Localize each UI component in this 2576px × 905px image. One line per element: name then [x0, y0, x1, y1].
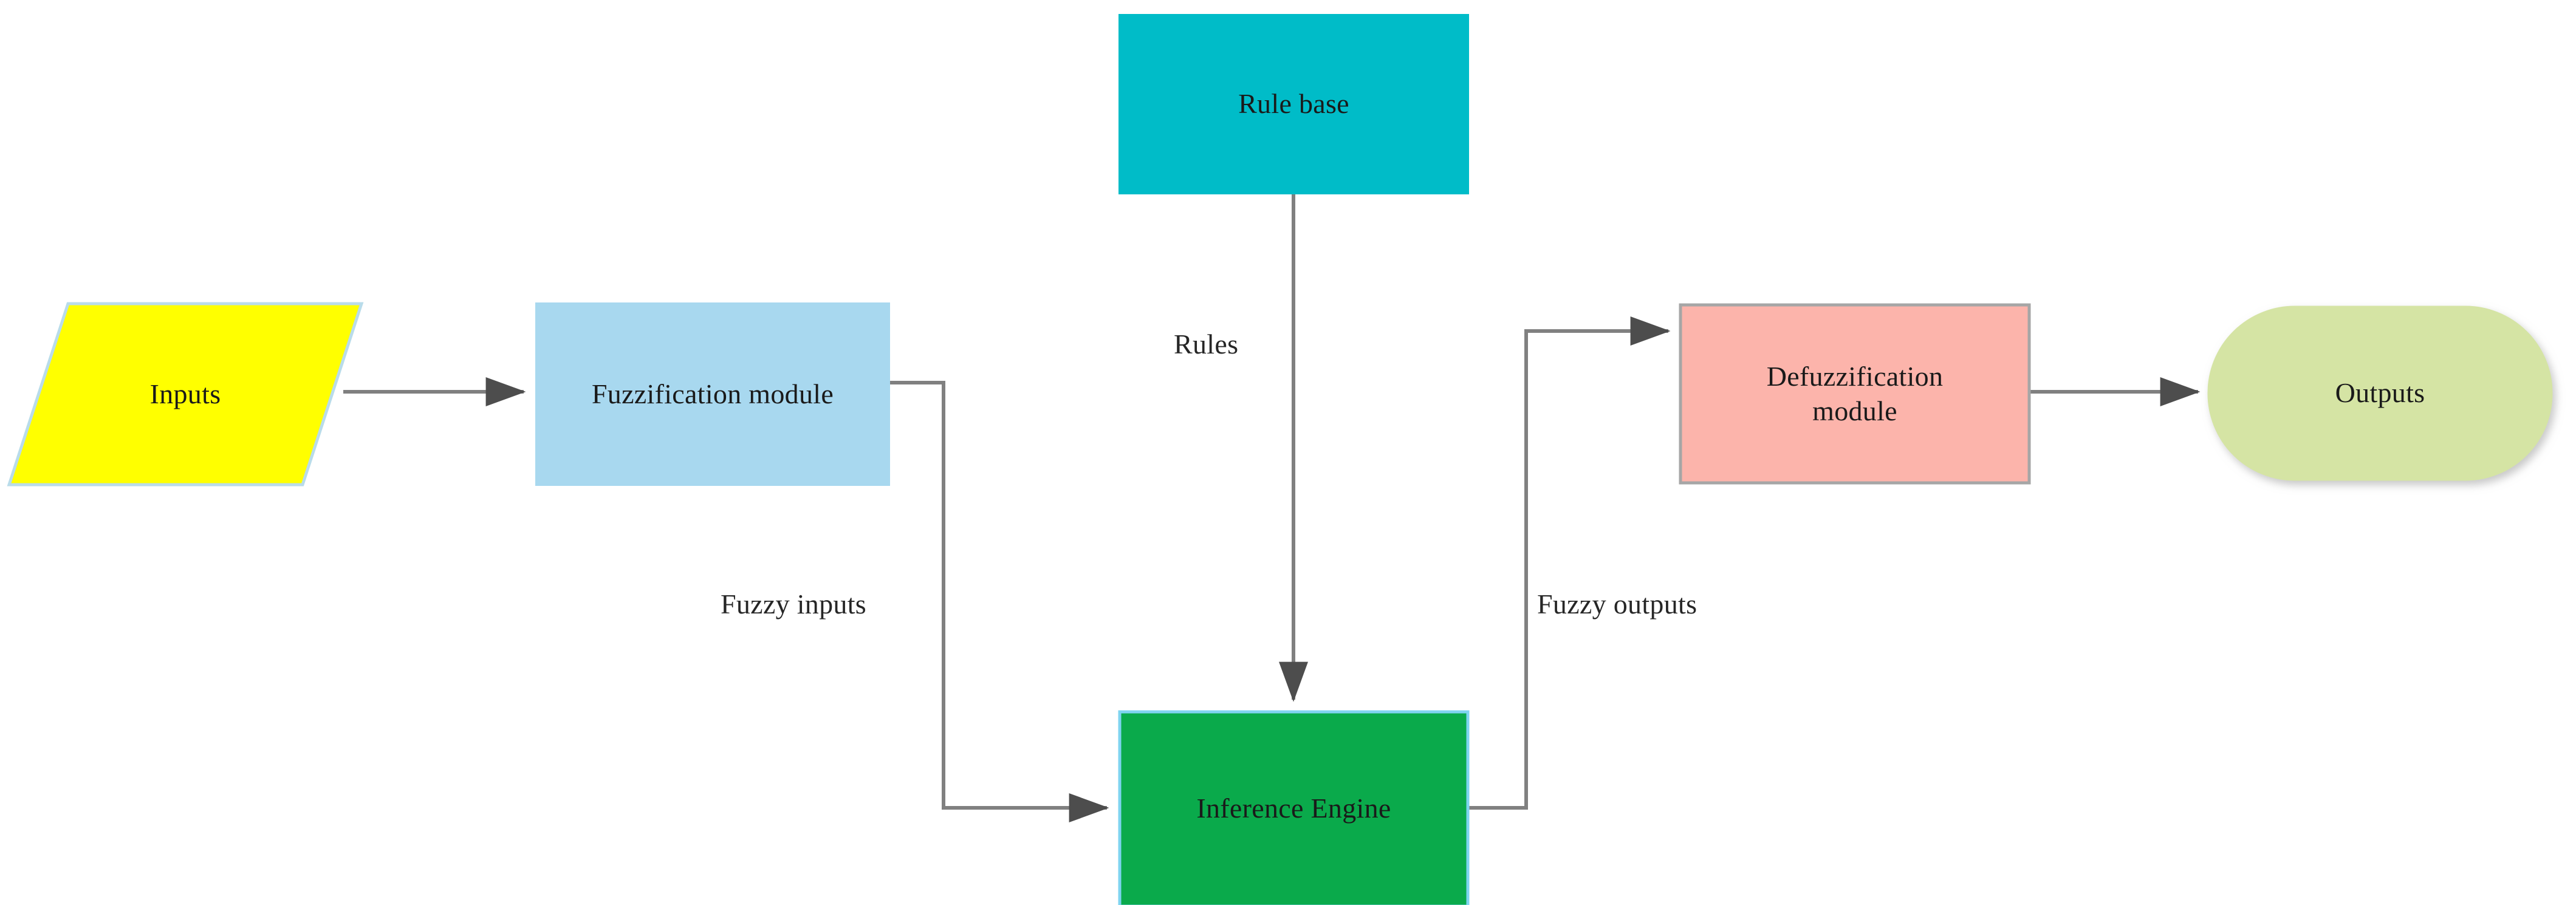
- edge-fuzzification-to-inference: [889, 381, 1109, 822]
- edge-label-rules: Rules: [1174, 329, 1239, 360]
- node-shape-outputs[interactable]: [2207, 306, 2553, 481]
- node-shape-defuzzification[interactable]: [1679, 303, 2031, 485]
- edge-label-fuzzy-outputs: Fuzzy outputs: [1537, 589, 1697, 620]
- node-shape-fuzzification[interactable]: [535, 302, 890, 486]
- node-shape-inputs[interactable]: [7, 302, 364, 487]
- edge-inference-to-defuzzification: [1468, 316, 1671, 810]
- node-shape-inference-engine[interactable]: [1118, 710, 1470, 905]
- edge-label-fuzzy-inputs: Fuzzy inputs: [721, 589, 866, 620]
- node-shape-rule-base[interactable]: [1118, 14, 1469, 194]
